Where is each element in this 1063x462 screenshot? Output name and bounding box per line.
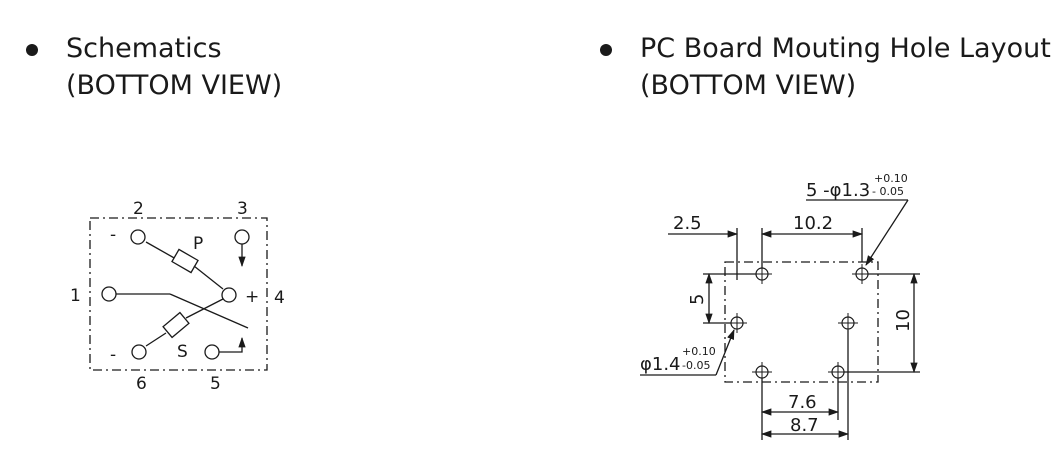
layout-heading: PC Board Mouting Hole Layout (BOTTOM VIE… bbox=[600, 30, 1051, 104]
hole-13-tol-minus: - 0.05 bbox=[872, 185, 904, 198]
dim-5: 5 bbox=[687, 294, 708, 305]
schematics-subtitle: (BOTTOM VIEW) bbox=[66, 70, 283, 101]
pin-1-label: 1 bbox=[70, 286, 81, 306]
hole-13-tol-plus: +0.10 bbox=[874, 172, 908, 185]
pin-3-label: 3 bbox=[237, 199, 248, 219]
pin-3-terminal bbox=[234, 229, 250, 245]
hole-14-tol-plus: +0.10 bbox=[682, 345, 716, 358]
pin-4-terminal bbox=[221, 287, 237, 303]
minus-sign-top: - bbox=[110, 225, 116, 245]
hole-top-right bbox=[852, 264, 872, 284]
hole-bottom-right bbox=[828, 362, 848, 382]
pin-2-terminal bbox=[130, 229, 146, 245]
relay-schematic: 2 3 1 4 6 5 - - + P S bbox=[70, 199, 285, 394]
coil-s-label: S bbox=[177, 342, 188, 362]
pin-5-terminal bbox=[204, 344, 220, 360]
pin-6-label: 6 bbox=[136, 374, 147, 394]
layout-subtitle: (BOTTOM VIEW) bbox=[640, 70, 857, 101]
hole-right-middle bbox=[838, 313, 858, 333]
hole-14-label: φ1.4 bbox=[640, 354, 681, 375]
coil-s bbox=[162, 311, 190, 339]
plus-sign: + bbox=[245, 287, 259, 307]
dim-7-6: 7.6 bbox=[788, 392, 817, 413]
dim-8-7: 8.7 bbox=[790, 415, 819, 436]
relay-outline bbox=[724, 261, 879, 383]
pin-5-label: 5 bbox=[210, 374, 221, 394]
dim-10: 10 bbox=[893, 309, 914, 332]
bullet-icon bbox=[600, 44, 612, 56]
coil-p-label: P bbox=[193, 234, 203, 254]
hole-bottom-left bbox=[752, 362, 772, 382]
pin-1-terminal bbox=[101, 286, 117, 302]
schematics-title: Schematics bbox=[66, 33, 222, 64]
hole-13-label: 5 -φ1.3 bbox=[806, 180, 870, 201]
pin-2-label: 2 bbox=[133, 199, 144, 219]
hole-top-left bbox=[752, 264, 772, 284]
dim-10-2: 10.2 bbox=[793, 213, 833, 234]
bullet-icon bbox=[26, 44, 38, 56]
hole-left-middle bbox=[727, 313, 747, 333]
minus-sign-bottom: - bbox=[110, 345, 116, 365]
schematic-outline bbox=[89, 217, 268, 371]
schematics-heading: Schematics (BOTTOM VIEW) bbox=[26, 30, 283, 104]
layout-title: PC Board Mouting Hole Layout bbox=[640, 33, 1051, 64]
dim-2-5: 2.5 bbox=[673, 213, 702, 234]
pin-6-terminal bbox=[131, 344, 147, 360]
pin-4-label: 4 bbox=[274, 288, 285, 308]
pcb-hole-layout: 5 -φ1.3 +0.10 - 0.05 2.5 10.2 5 10 φ1.4 … bbox=[640, 172, 920, 440]
hole-14-tol-minus: -0.05 bbox=[682, 359, 710, 372]
